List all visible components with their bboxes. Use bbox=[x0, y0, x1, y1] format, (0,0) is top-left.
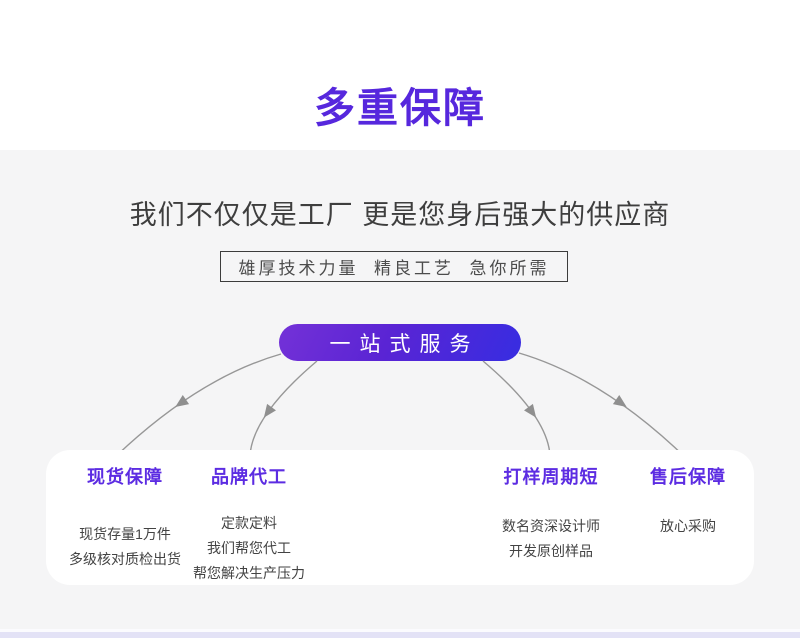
tagline-box: 雄厚技术力量 精良工艺 急你所需 bbox=[220, 251, 568, 282]
feature-heading: 现货保障 bbox=[87, 467, 163, 487]
feature-line: 帮您解决生产压力 bbox=[193, 565, 305, 581]
feature-line: 定款定料 bbox=[221, 515, 277, 531]
arrowhead-icon bbox=[175, 395, 190, 408]
section-subtitle: 我们不仅仅是工厂 更是您身后强大的供应商 bbox=[129, 200, 671, 230]
flow-arrows bbox=[111, 352, 689, 461]
curved-arrow-line-1 bbox=[111, 353, 282, 461]
feature-line: 数名资深设计师 bbox=[502, 518, 600, 534]
feature-heading: 品牌代工 bbox=[211, 467, 287, 487]
feature-column-oem: 品牌代工 定款定料 我们帮您代工 帮您解决生产压力 bbox=[164, 463, 334, 586]
feature-column-aftersales: 售后保障 放心采购 bbox=[603, 463, 773, 539]
curved-arrow-line-2 bbox=[249, 360, 318, 457]
arrowhead-icon bbox=[263, 403, 276, 418]
feature-column-stock: 现货保障 现货存量1万件 多级核对质检出货 bbox=[40, 463, 210, 572]
feature-line: 放心采购 bbox=[660, 518, 716, 534]
feature-heading: 打样周期短 bbox=[503, 467, 599, 487]
pill-label: 一站式服务 bbox=[329, 332, 480, 356]
feature-line: 我们帮您代工 bbox=[207, 540, 291, 556]
feature-line: 现货存量1万件 bbox=[79, 526, 171, 542]
feature-line: 多级核对质检出货 bbox=[69, 551, 181, 567]
arrowhead-icon bbox=[612, 395, 627, 408]
feature-heading: 售后保障 bbox=[650, 467, 726, 487]
bottom-strip-light bbox=[0, 629, 800, 632]
feature-column-sampling: 打样周期短 数名资深设计师 开发原创样品 bbox=[466, 463, 636, 564]
arrowhead-icon bbox=[524, 403, 537, 418]
feature-line: 开发原创样品 bbox=[509, 543, 593, 559]
features-card bbox=[46, 450, 754, 585]
one-stop-service-pill: 一站式服务 bbox=[279, 324, 521, 361]
curved-arrow-line-4 bbox=[518, 352, 689, 461]
page-title: 多重保障 bbox=[314, 85, 486, 131]
bottom-strip-lavender bbox=[0, 632, 800, 638]
curved-arrow-line-3 bbox=[482, 360, 551, 457]
tagline-text: 雄厚技术力量 精良工艺 急你所需 bbox=[238, 259, 550, 278]
